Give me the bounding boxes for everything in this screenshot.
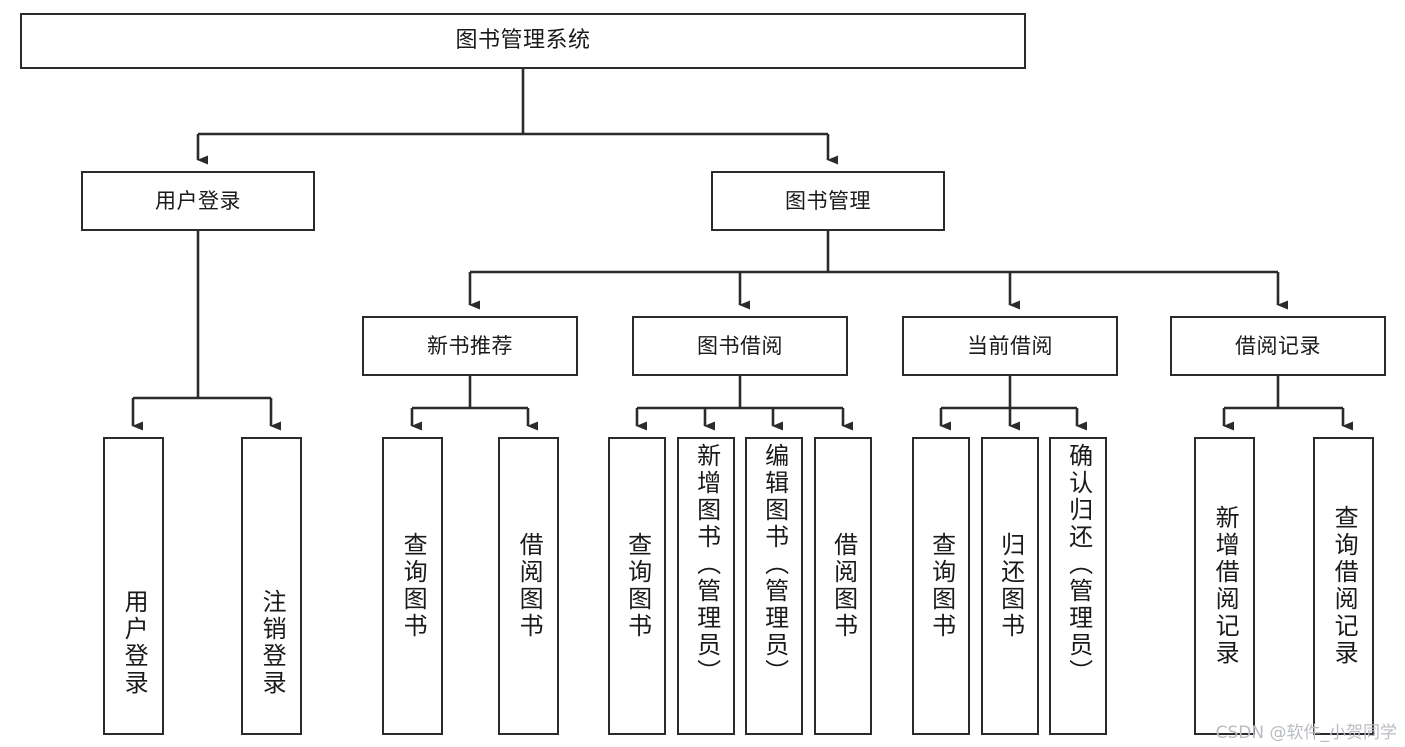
leaf-book-borrow-edit[interactable]: 编辑图书（管理员） (745, 437, 803, 735)
leaf-label: 查询图书 (623, 532, 652, 640)
leaf-new-book-borrow[interactable]: 借阅图书 (498, 437, 559, 735)
node-root-label: 图书管理系统 (455, 28, 591, 54)
leaf-label: 借阅图书 (515, 532, 544, 640)
leaf-borrow-record-add[interactable]: 新增借阅记录 (1194, 437, 1255, 735)
node-book-management[interactable]: 图书管理 (711, 171, 945, 231)
leaf-label: 新增图书（管理员） (692, 443, 721, 686)
node-current-borrow[interactable]: 当前借阅 (902, 316, 1118, 376)
node-new-book-recommend[interactable]: 新书推荐 (362, 316, 578, 376)
leaf-book-borrow-add[interactable]: 新增图书（管理员） (677, 437, 735, 735)
leaf-label: 归还图书 (996, 532, 1025, 640)
leaf-label: 确认归还（管理员） (1064, 443, 1093, 686)
node-book-borrow-label: 图书借阅 (697, 333, 783, 358)
leaf-user-login-logout[interactable]: 注销登录 (241, 437, 302, 735)
leaf-book-borrow-borrow[interactable]: 借阅图书 (814, 437, 872, 735)
leaf-current-borrow-return[interactable]: 归还图书 (981, 437, 1039, 735)
leaf-user-login-login[interactable]: 用户登录 (103, 437, 164, 735)
leaf-new-book-query[interactable]: 查询图书 (382, 437, 443, 735)
leaf-label: 用户登录 (120, 589, 149, 697)
leaf-book-borrow-query[interactable]: 查询图书 (608, 437, 666, 735)
node-borrow-record[interactable]: 借阅记录 (1170, 316, 1386, 376)
leaf-label: 编辑图书（管理员） (760, 443, 789, 686)
leaf-label: 借阅图书 (829, 532, 858, 640)
leaf-current-borrow-query[interactable]: 查询图书 (912, 437, 970, 735)
leaf-label: 查询图书 (927, 532, 956, 640)
node-user-login[interactable]: 用户登录 (81, 171, 315, 231)
node-book-borrow[interactable]: 图书借阅 (632, 316, 848, 376)
leaf-label: 注销登录 (258, 589, 287, 697)
node-book-management-label: 图书管理 (785, 188, 871, 213)
leaf-label: 新增借阅记录 (1211, 505, 1240, 667)
node-current-borrow-label: 当前借阅 (967, 333, 1053, 358)
csdn-watermark: CSDN @软件_小贺同学 (1215, 723, 1397, 743)
node-borrow-record-label: 借阅记录 (1235, 333, 1321, 358)
leaf-current-borrow-confirm[interactable]: 确认归还（管理员） (1049, 437, 1107, 735)
node-root[interactable]: 图书管理系统 (20, 13, 1026, 69)
node-new-book-recommend-label: 新书推荐 (427, 333, 513, 358)
leaf-borrow-record-query[interactable]: 查询借阅记录 (1313, 437, 1374, 735)
leaf-label: 查询借阅记录 (1330, 505, 1359, 667)
leaf-label: 查询图书 (399, 532, 428, 640)
node-user-login-label: 用户登录 (155, 188, 241, 213)
